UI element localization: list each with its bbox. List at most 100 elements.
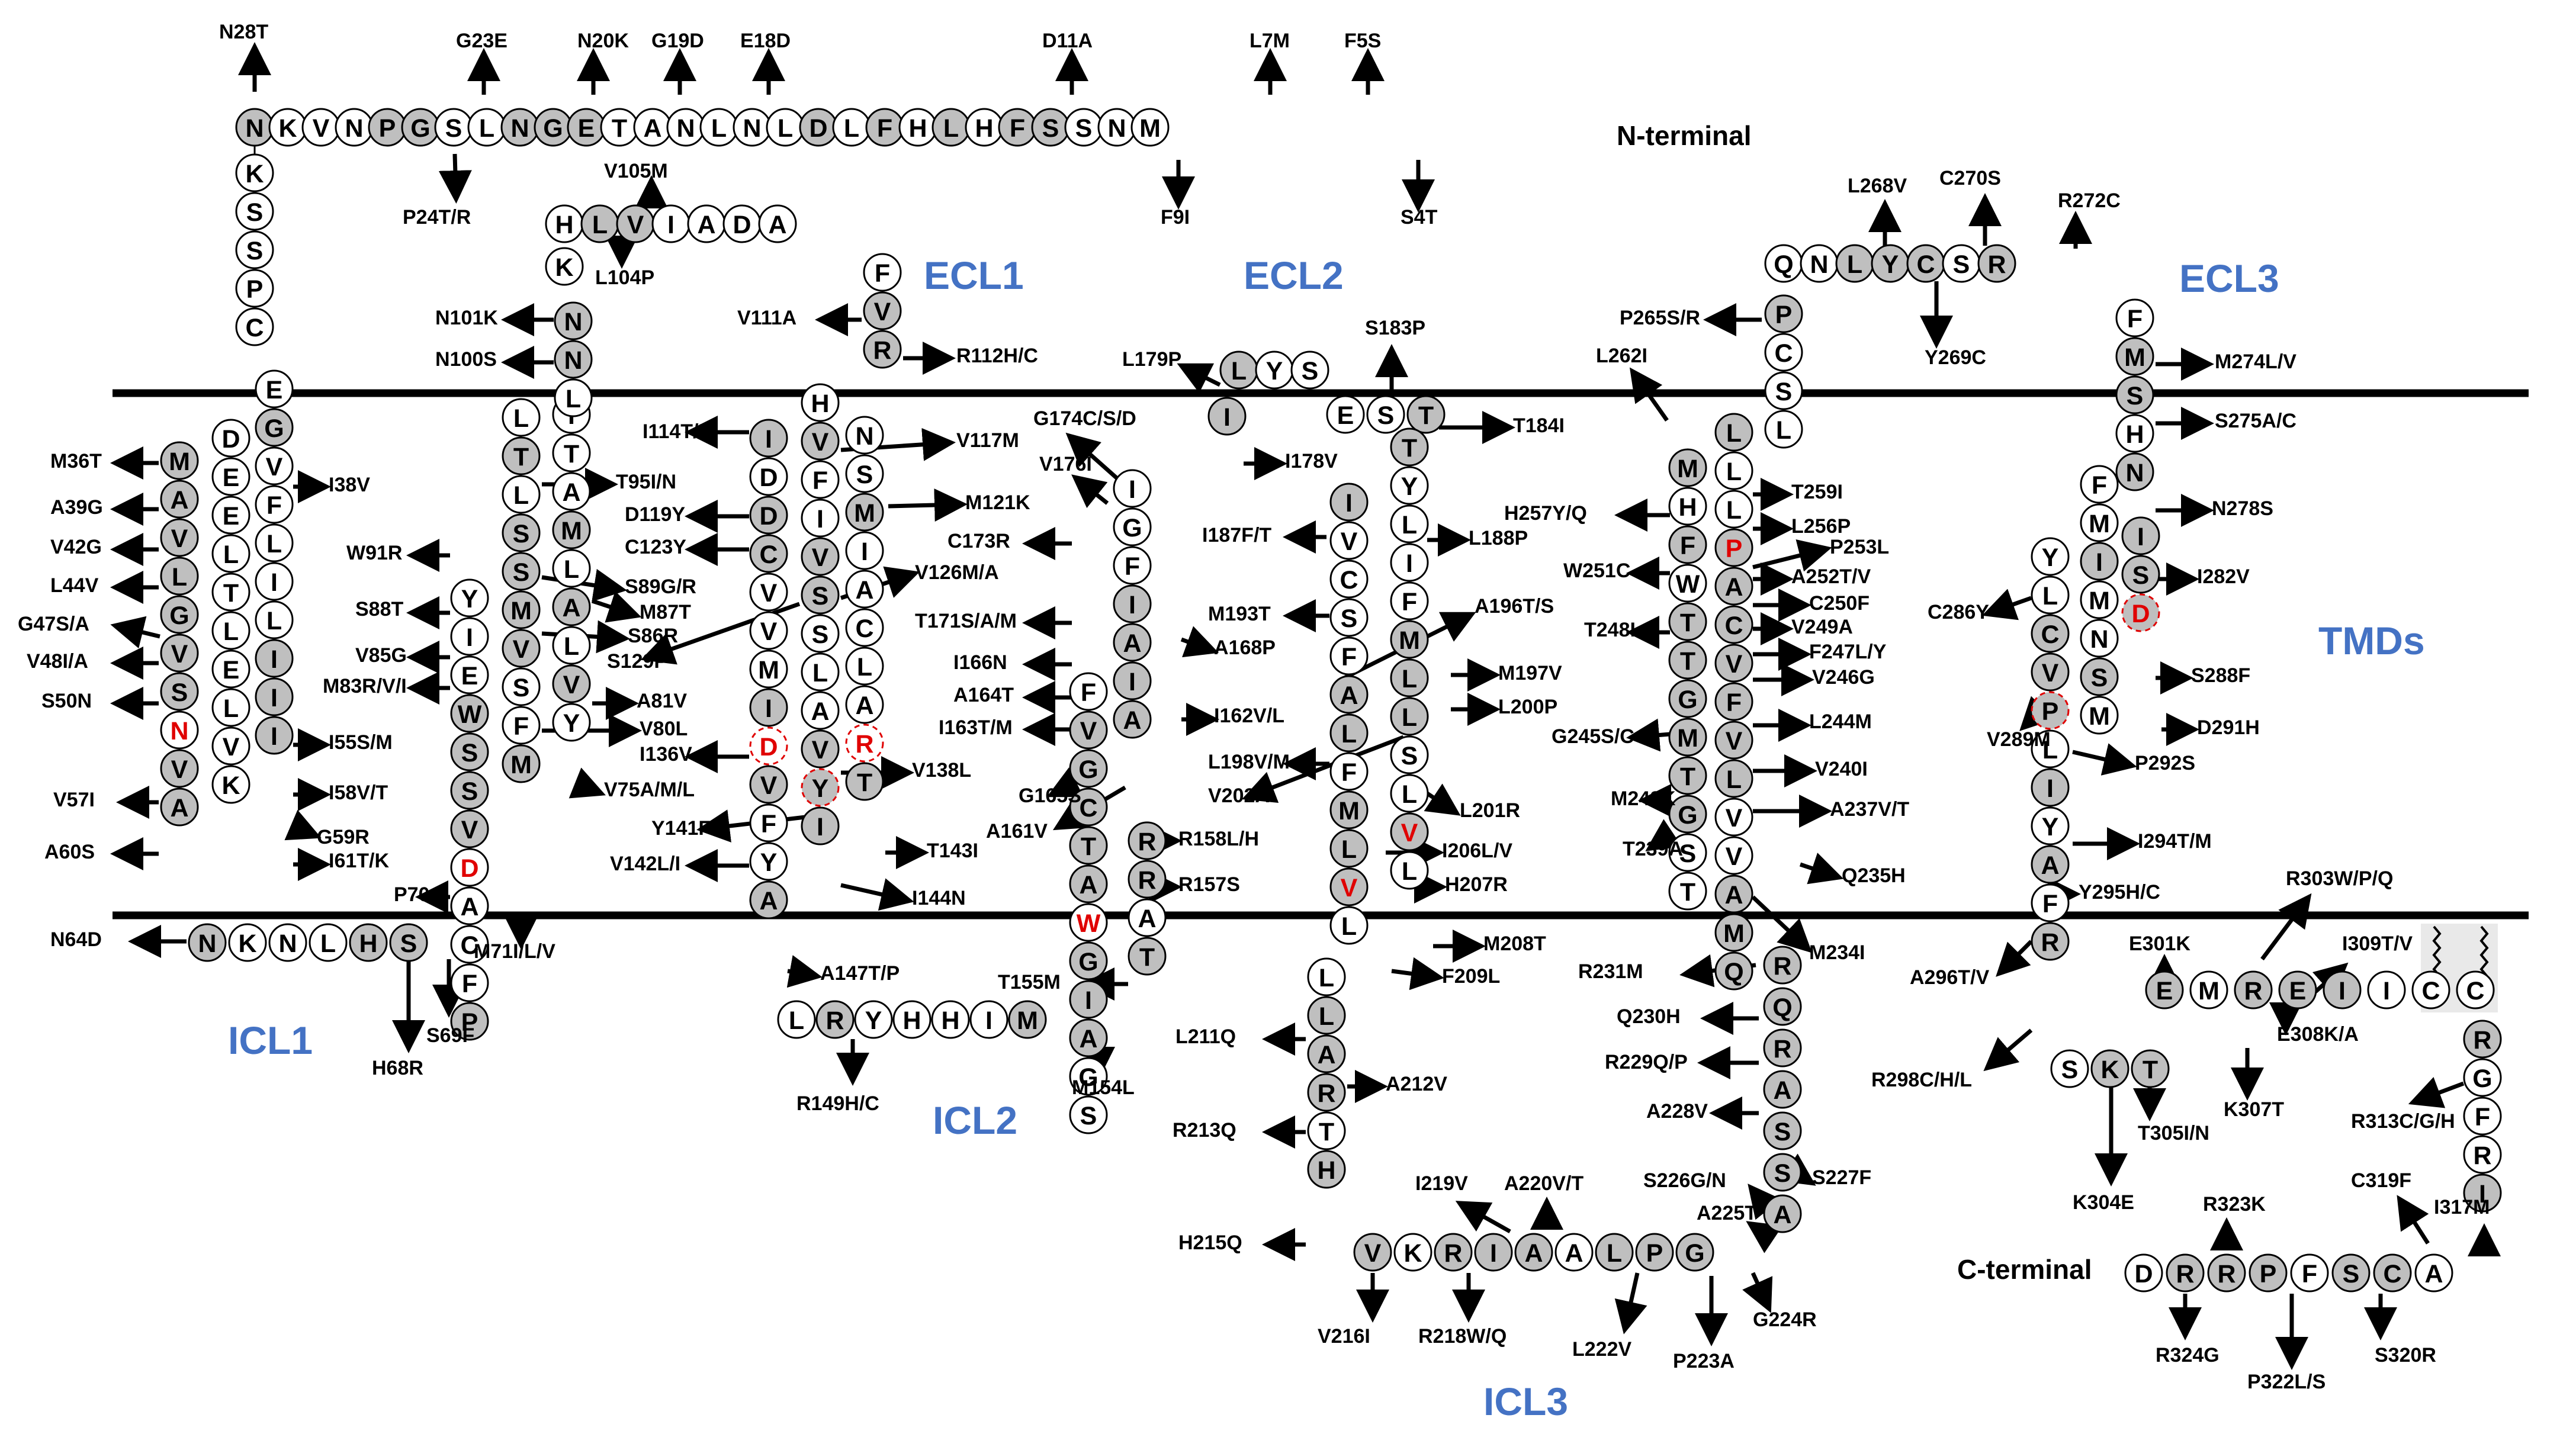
mutation-label-l198v: L198V/M (1208, 751, 1290, 773)
residue-letter: G (1078, 948, 1098, 976)
residue-letter: A (1524, 1239, 1543, 1268)
mutation-label-v105m: V105M (604, 160, 668, 182)
residue-circle (502, 706, 541, 745)
residue-circle (1207, 397, 1247, 436)
mutation-label-n20k: N20K (577, 30, 629, 52)
residue-v: V (502, 629, 541, 668)
mutation-label-c123y: C123Y (625, 536, 686, 558)
residue-v: V (255, 446, 294, 485)
residue-circle (554, 340, 593, 379)
residue-circle (1069, 1095, 1108, 1134)
residue-circle (863, 253, 902, 292)
residue-letter: A (1079, 871, 1097, 899)
residue-t: T (552, 433, 591, 472)
residue-circle (2115, 298, 2154, 337)
residue-circle (1113, 507, 1152, 546)
residue-letter: A (1123, 629, 1141, 658)
residue-circle (502, 398, 541, 437)
residue-a: A (1128, 898, 1167, 937)
residue-circle (2050, 1049, 2089, 1088)
residue-letter: P (1775, 301, 1793, 329)
residue-circle (552, 587, 591, 626)
residue-i: I (1113, 661, 1152, 700)
residue-v: V (160, 749, 199, 788)
residue-letter: L (2042, 736, 2058, 764)
residue-letter: H (975, 114, 993, 143)
mutation-label-m87t: M87T (640, 601, 691, 623)
residue-circle (749, 842, 788, 881)
residue-s: S (801, 614, 840, 653)
residue-circle (1113, 700, 1152, 739)
residue-letter: M (2089, 587, 2110, 615)
residue-v: V (160, 634, 199, 673)
residue-letter: H (359, 930, 377, 958)
residue-letter: V (627, 211, 644, 239)
residue-l: L (1714, 490, 1753, 529)
residue-circle (1390, 851, 1429, 890)
residue-n: N (188, 923, 227, 962)
residue-letter: S (513, 674, 530, 702)
residue-n: N (845, 416, 884, 455)
residue-f: F (2463, 1097, 2502, 1136)
residue-letter: I (985, 1007, 993, 1035)
residue-circle (2090, 1049, 2129, 1088)
residue-letter: V (1364, 1239, 1382, 1268)
residue-circle (1329, 675, 1369, 714)
residue-circle (545, 247, 584, 286)
residue-m: M (1714, 913, 1753, 952)
residue-a: A (160, 480, 199, 519)
residue-circle (1668, 602, 1707, 641)
residue-m: M (2080, 503, 2119, 542)
residue-circle (1329, 713, 1369, 753)
mutation-label-y295h: Y295H/C (2079, 881, 2160, 904)
mutation-label-m121k: M121K (965, 491, 1030, 514)
residue-letter: T (1402, 434, 1417, 462)
mutation-label-p24t: P24T/R (403, 206, 471, 229)
residue-s: S (2080, 657, 2119, 696)
residue-letter: S (1679, 840, 1697, 868)
residue-t: T (1390, 427, 1429, 467)
residue-l: L (699, 108, 738, 147)
residue-circle (552, 549, 591, 588)
residue-v: V (801, 422, 840, 461)
residue-s: S (235, 230, 274, 269)
residue-letter: N (1107, 114, 1126, 143)
residue-circle (1390, 620, 1429, 659)
residue-letter: N (510, 114, 529, 143)
residue-circle (211, 765, 250, 804)
residue-letter: Y (461, 585, 478, 613)
residue-v: V (801, 537, 840, 576)
mutation-label-s86r: S86R (628, 625, 678, 647)
residue-letter: L (1341, 835, 1357, 864)
residue-letter: S (400, 930, 417, 958)
residue-n: N (1800, 244, 1839, 283)
residue-f: F (1390, 581, 1429, 620)
mutation-label-c250f: C250F (1809, 592, 1870, 615)
residue-letter: C (460, 931, 478, 960)
residue-letter: S (2061, 1056, 2079, 1084)
residue-m: M (1329, 790, 1369, 829)
residue-circle (211, 688, 250, 727)
mutation-label-l44v: L44V (50, 574, 99, 597)
mutation-label-l222v: L222V (1572, 1338, 1631, 1361)
residue-letter: V (171, 525, 188, 553)
residue-circle (801, 691, 840, 730)
residue-s: S (1668, 833, 1707, 872)
mutation-label-p223a: P223A (1673, 1350, 1735, 1372)
mutation-label-p292s: P292S (2135, 752, 2195, 774)
residue-m: M (1668, 718, 1707, 757)
residue-letter: A (170, 794, 188, 822)
residue-l: L (1390, 504, 1429, 544)
residue-letter: T (612, 114, 627, 143)
residue-circle (749, 880, 788, 919)
residue-letter: E (2156, 977, 2173, 1005)
mutation-label-l262i: L262I (1596, 345, 1647, 367)
residue-letter: Q (1774, 250, 1793, 279)
residue-circle (2373, 1253, 2412, 1292)
residue-s: S (235, 192, 274, 231)
residue-circle (1635, 1233, 1674, 1272)
mutation-label-l201r: L201R (1460, 799, 1520, 822)
residue-h: H (2115, 414, 2154, 453)
residue-a: A (845, 685, 884, 724)
residue-letter: V (1401, 819, 1418, 847)
